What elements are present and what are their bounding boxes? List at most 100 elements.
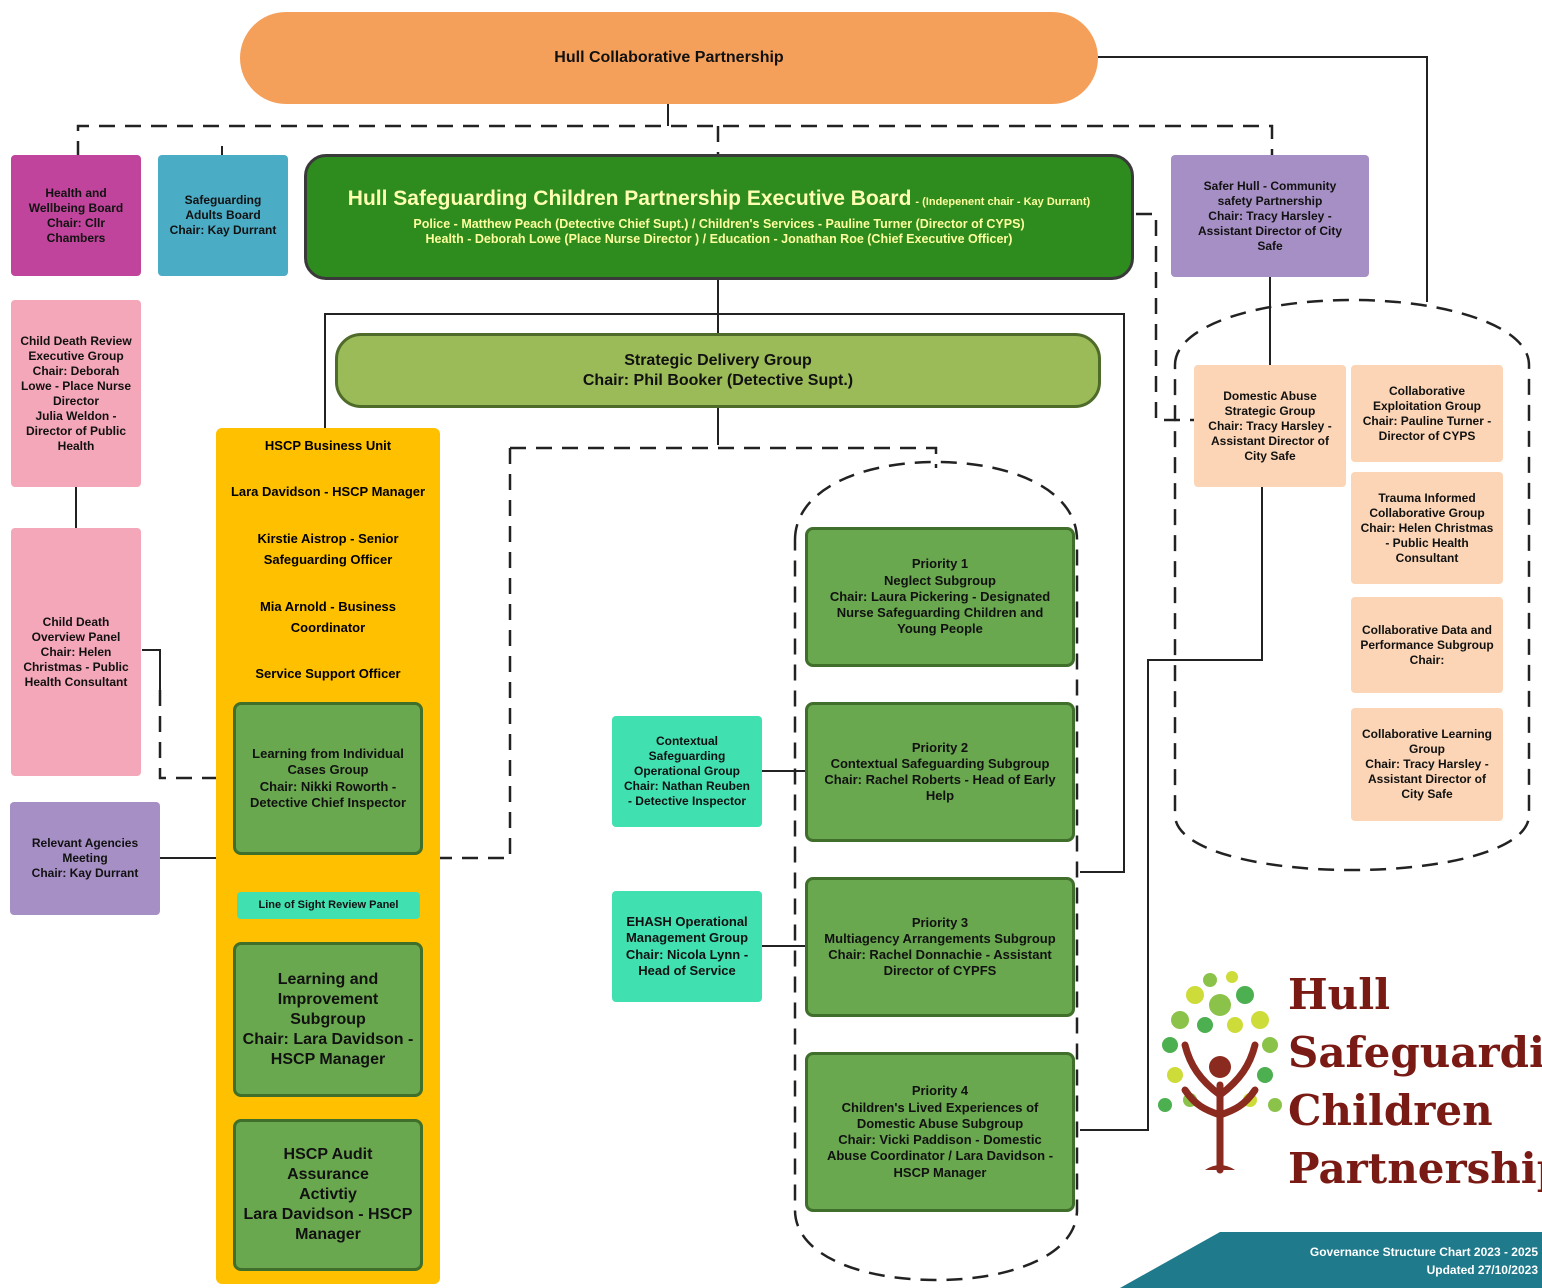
- strategic-delivery-group-box: Strategic Delivery Group Chair: Phil Boo…: [335, 333, 1101, 408]
- exec-title-note: - (Indepenent chair - Kay Durrant): [915, 196, 1091, 209]
- ehash-group-box: EHASH Operational Management Group Chair…: [612, 891, 762, 1002]
- priority-line: Help: [925, 788, 955, 804]
- lfic-line: Chair: Nikki Roworth -: [259, 778, 397, 794]
- cdop-line: Christmas - Public: [23, 659, 129, 674]
- learning-improvement-subgroup-box: Learning and Improvement Subgroup Chair:…: [233, 942, 423, 1097]
- safer-hull-line: Safer Hull - Community: [1203, 178, 1337, 193]
- domestic-abuse-line: Assistant Director of: [1210, 433, 1330, 448]
- priority-line: Abuse Coordinator / Lara Davidson -: [826, 1148, 1054, 1164]
- logo-line: Safeguarding: [1288, 1028, 1542, 1077]
- safer-hull-line: Chair: Tracy Harsley -: [1208, 208, 1332, 223]
- domestic-abuse-line: Strategic Group: [1224, 403, 1316, 418]
- hcp-title: Hull Collaborative Partnership: [554, 49, 784, 66]
- adults-board-line: Safeguarding: [184, 193, 262, 207]
- logo-tree-icon: [1158, 971, 1282, 1174]
- learning-improvement-line: Subgroup: [290, 1010, 366, 1028]
- business-unit-member: Service Support Officer: [255, 666, 401, 681]
- cdr-line: Child Death Review: [20, 333, 132, 348]
- contextual-op-line: Chair: Nathan Reuben: [623, 779, 750, 793]
- logo-line: Hull: [1288, 970, 1391, 1019]
- safer-hull-box: Safer Hull - Community safety Partnershi…: [1171, 155, 1369, 277]
- lfic-line: Detective Chief Inspector: [249, 794, 407, 810]
- relevant-agencies-line: Relevant Agencies: [31, 836, 139, 850]
- audit-line: HSCP Audit Assurance: [283, 1146, 373, 1183]
- audit-line: Activtiy: [299, 1186, 357, 1203]
- ehash-line: Management Group: [625, 930, 749, 946]
- learning-individual-cases-box: Learning from Individual Cases Group Cha…: [233, 702, 423, 855]
- logo-line: Partnership: [1288, 1144, 1542, 1193]
- exploitation-line: Collaborative: [1388, 383, 1466, 398]
- learning-improvement-line: Improvement: [277, 990, 379, 1008]
- footer-title: Governance Structure Chart 2023 - 2025: [1309, 1245, 1538, 1259]
- exec-line: Health - Deborah Lowe (Place Nurse Direc…: [425, 232, 1013, 247]
- cdr-line: Julia Weldon -: [35, 408, 117, 423]
- priority-line: Priority 1: [911, 556, 969, 572]
- learning-group-line: Assistant Director of: [1367, 772, 1487, 786]
- priority-line: Chair: Rachel Roberts - Head of Early: [824, 772, 1056, 787]
- exploitation-line: Exploitation Group: [1373, 398, 1481, 413]
- cdop-line: Child Death: [42, 614, 110, 629]
- priority-3-multiagency-box: Priority 3 Multiagency Arrangements Subg…: [805, 877, 1075, 1017]
- business-unit-member: Lara Davidson - HSCP Manager: [230, 484, 426, 499]
- health-board-line: Wellbeing Board: [28, 200, 124, 215]
- cdr-line: Director: [52, 393, 99, 408]
- safer-hull-line: Assistant Director of City: [1197, 223, 1343, 238]
- trauma-line: Trauma Informed: [1378, 490, 1476, 505]
- trauma-line: - Public Health: [1385, 535, 1469, 550]
- adults-board-line: Adults Board: [185, 208, 261, 222]
- sdg-title: Strategic Delivery Group: [624, 351, 812, 369]
- trauma-line: Chair: Helen Christmas: [1360, 520, 1494, 535]
- ehash-line: EHASH Operational: [626, 914, 748, 929]
- business-unit-member: Kirstie Aistrop - Senior Safeguarding Of…: [257, 531, 399, 568]
- sdg-chair: Chair: Phil Booker (Detective Supt.): [582, 371, 854, 389]
- safeguarding-adults-board-box: Safeguarding Adults Board Chair: Kay Dur…: [158, 155, 288, 276]
- footer-updated: Updated 27/10/2023: [1426, 1263, 1538, 1277]
- exec-line: Police - Matthew Peach (Detective Chief …: [413, 216, 1025, 231]
- cdr-line: Health: [57, 438, 95, 453]
- learning-improvement-line: Learning and: [277, 970, 379, 988]
- business-unit-member: Mia Arnold - Business Coordinator: [259, 599, 397, 636]
- data-perf-line: Collaborative Data and: [1361, 622, 1493, 637]
- health-wellbeing-board-box: Health and Wellbeing Board Chair: Cllr C…: [11, 155, 141, 276]
- priority-4-domestic-abuse-box: Priority 4 Children's Lived Experiences …: [805, 1052, 1075, 1212]
- relevant-agencies-box: Relevant Agencies Meeting Chair: Kay Dur…: [10, 802, 160, 915]
- trauma-line: Collaborative Group: [1369, 505, 1485, 520]
- health-board-line: Health and: [45, 185, 107, 200]
- domestic-abuse-line: Chair: Tracy Harsley -: [1208, 418, 1332, 433]
- learning-improvement-line: Chair: Lara Davidson -: [242, 1030, 414, 1048]
- line-of-sight-panel-box: Line of Sight Review Panel: [237, 892, 420, 919]
- priority-line: Multiagency Arrangements Subgroup: [824, 930, 1056, 946]
- health-board-line: Chambers: [46, 230, 106, 245]
- learning-group-line: Chair: Tracy Harsley -: [1365, 757, 1489, 771]
- learning-group-line: City Safe: [1401, 787, 1453, 801]
- footer-text: Governance Structure Chart 2023 - 2025 U…: [1310, 1243, 1538, 1279]
- cdop-line: Overview Panel: [31, 629, 121, 644]
- priority-line: Priority 2: [911, 739, 969, 755]
- collaborative-exploitation-group-box: Collaborative Exploitation Group Chair: …: [1351, 365, 1503, 462]
- domestic-abuse-strategic-group-box: Domestic Abuse Strategic Group Chair: Tr…: [1194, 365, 1346, 487]
- audit-line: Lara Davidson - HSCP: [243, 1206, 413, 1223]
- adults-board-line: Chair: Kay Durrant: [169, 223, 277, 237]
- exploitation-line: Chair: Pauline Turner -: [1362, 413, 1492, 428]
- ehash-line: Head of Service: [638, 962, 736, 978]
- executive-board-box: Hull Safeguarding Children Partnership E…: [304, 154, 1134, 280]
- relevant-agencies-line: Chair: Kay Durrant: [31, 866, 139, 880]
- child-death-overview-panel-box: Child Death Overview Panel Chair: Helen …: [11, 528, 141, 776]
- priority-line: Chair: Laura Pickering - Designated: [829, 588, 1051, 604]
- cdr-line: Executive Group: [28, 348, 124, 363]
- child-death-review-exec-box: Child Death Review Executive Group Chair…: [11, 300, 141, 487]
- trauma-informed-group-box: Trauma Informed Collaborative Group Chai…: [1351, 472, 1503, 584]
- contextual-op-line: Contextual: [655, 734, 718, 748]
- logo-line: Children: [1288, 1086, 1493, 1135]
- priority-line: HSCP Manager: [893, 1164, 987, 1180]
- cdr-line: Lowe - Place Nurse: [20, 378, 132, 393]
- cdr-line: Director of Public: [25, 423, 126, 438]
- domestic-abuse-line: Domestic Abuse: [1223, 388, 1317, 403]
- audit-assurance-box: HSCP Audit Assurance Activtiy Lara David…: [233, 1119, 423, 1271]
- contextual-operational-group-box: Contextual Safeguarding Operational Grou…: [612, 716, 762, 827]
- relevant-agencies-line: Meeting: [62, 851, 108, 865]
- priority-line: Domestic Abuse Subgroup: [856, 1115, 1024, 1131]
- priority-line: Young People: [897, 621, 983, 637]
- priority-line: Neglect Subgroup: [884, 572, 996, 588]
